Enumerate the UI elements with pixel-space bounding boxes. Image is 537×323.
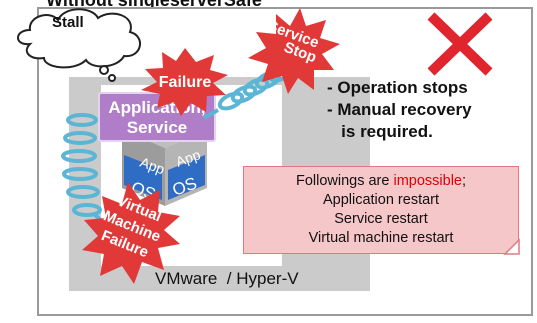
callout-heading: Followings are impossible; [244, 172, 518, 191]
callout-item: Virtual machine restart [308, 230, 454, 246]
hypervisor-label: VMware / Hyper-V [155, 269, 299, 288]
burst-icon-vm-failure [82, 182, 180, 284]
callout-suffix: ; [461, 173, 467, 189]
status-line-2: - Manual recovery [327, 100, 472, 119]
stall-label: Stall [52, 14, 84, 31]
diagram-title: Without singleserverSafe [46, 0, 262, 10]
burst-icon-failure [141, 48, 228, 116]
status-line-3: is required. [327, 122, 433, 141]
burst-failure-label: Failure [158, 74, 212, 91]
impossible-callout: Followings are impossible; Application r… [243, 166, 519, 254]
status-line-1: - Operation stops [327, 78, 468, 97]
burst-icon-service-stop [248, 8, 340, 94]
cross-icon [427, 12, 493, 76]
status-message: - Operation stops - Manual recovery is re… [327, 77, 472, 143]
callout-prefix: Followings are [295, 173, 394, 189]
callout-emphasis: impossible [393, 173, 462, 189]
os-tile-left [124, 155, 162, 200]
cloud-icon [17, 8, 141, 82]
callout-item: Service restart [334, 211, 428, 227]
os-tile-right [168, 155, 205, 200]
app-box-line2: Service [126, 118, 188, 137]
callout-item: Application restart [322, 192, 440, 208]
